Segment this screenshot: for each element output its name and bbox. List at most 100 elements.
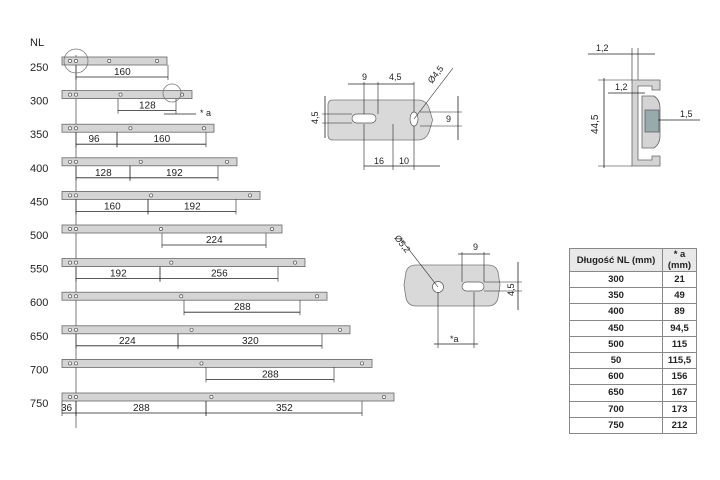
rail-hole (225, 159, 229, 164)
table-cell-length: 450 (569, 319, 663, 337)
rail-hole (68, 361, 72, 366)
rail-length-label: 550 (30, 264, 48, 276)
table-cell-a: 173 (662, 400, 697, 418)
bracket-bottom-slot (461, 281, 485, 292)
rail-dim-label: 192 (110, 269, 127, 280)
bracket-top-detail: 9 4,5 Ø4,5 4,5 9 16 10 (310, 64, 462, 170)
rail-bar (61, 258, 306, 268)
rail-hole (155, 59, 159, 63)
table-cell-a: 89 (662, 303, 697, 321)
table-cell-length: 300 (569, 270, 663, 289)
rail-bar (61, 358, 373, 368)
bracket-top-dim-16: 16 (374, 156, 384, 166)
table-cell-a: 21 (662, 270, 697, 289)
table-cell-length: 50 (569, 351, 663, 370)
rail-bar (61, 291, 328, 301)
rail-length-label: 500 (30, 230, 48, 242)
rail-dim-label: 160 (114, 67, 131, 78)
rail-bar (61, 190, 261, 200)
rail-bar (61, 325, 351, 335)
rail-hole (149, 193, 154, 198)
table-header-length: Długość NL (mm) (569, 248, 663, 272)
rail-length-label: 250 (30, 62, 48, 74)
table-cell-length: 700 (569, 400, 663, 418)
rail-hole (189, 327, 194, 332)
rail-hole (68, 395, 72, 399)
bracket-bottom-plate (403, 264, 501, 307)
rail-bar (61, 224, 283, 234)
rail-bar (61, 56, 168, 66)
bracket-bottom-dim-45: 4,5 (506, 283, 516, 296)
rail-bar (61, 157, 238, 167)
rail-hole (68, 126, 72, 131)
rail-hole (202, 126, 206, 131)
bracket-top-dim-10: 10 (399, 156, 409, 166)
rail-hole (74, 327, 78, 332)
rail-profile: 1,2 1,2 44,5 1,5 (588, 43, 700, 168)
rail-dim-label: 320 (242, 336, 259, 347)
detail-circle-2 (162, 83, 182, 103)
rail-hole (74, 294, 78, 299)
table-cell-a: 49 (662, 287, 697, 305)
rail-hole (159, 227, 163, 231)
rail-length-label: 750 (30, 398, 48, 410)
bracket-top-dim-9-right: 9 (446, 114, 451, 124)
rail-hole (68, 294, 72, 299)
profile-bearing (644, 109, 660, 133)
rail-length-label: 400 (30, 163, 48, 175)
profile-dim-height: 44,5 (590, 114, 601, 134)
rail-dim-label: 256 (211, 269, 228, 280)
rail-hole (74, 59, 78, 63)
rail-dim-label: 160 (154, 134, 171, 145)
bracket-top-slot (351, 113, 377, 124)
rail-hole (360, 361, 364, 366)
rail-bar (61, 123, 215, 133)
rail-dim-label: 352 (276, 403, 293, 414)
rail-length-label: 600 (30, 297, 48, 309)
rail-dim-label: 224 (119, 336, 136, 347)
rail-hole (138, 159, 143, 164)
rail-hole (74, 126, 78, 131)
rail-hole (118, 92, 123, 97)
table-cell-length: 600 (569, 368, 663, 386)
rail-hole (74, 260, 78, 265)
table-cell-length: 500 (569, 335, 663, 353)
bracket-bottom-detail: Ø5,2 9 4,5 *a (392, 233, 522, 348)
rail-hole (68, 159, 72, 164)
bracket-top-dim-45: 4,5 (389, 72, 402, 82)
bracket-top-dim-45-vert: 4,5 (310, 111, 320, 124)
table-cell-a: 115,5 (662, 351, 697, 370)
rail-hole (74, 159, 78, 164)
bracket-bottom-dim-9: 9 (473, 242, 478, 252)
rail-hole (74, 395, 78, 399)
bracket-top-dim-9: 9 (362, 72, 367, 82)
rail-length-label: 650 (30, 331, 48, 343)
rail-a-label: * a (200, 108, 211, 118)
rail-length-label: 350 (30, 129, 48, 141)
rail-dim-label: 160 (104, 201, 121, 212)
rail-dim-label: 192 (184, 201, 201, 212)
rail-hole (74, 92, 78, 97)
rail-dim-label: 36 (61, 403, 73, 414)
profile-dim-right: 1,5 (680, 109, 693, 119)
rail-dim-label: 128 (95, 168, 112, 179)
table-cell-length: 650 (569, 384, 663, 402)
table-header-row: Długość NL (mm) * a (mm) (569, 248, 697, 272)
rail-hole (68, 327, 72, 332)
rail-length-label: 450 (30, 196, 48, 208)
rail-hole (315, 294, 319, 299)
rail-bar (61, 90, 193, 99)
rail-hole (199, 361, 204, 366)
bracket-bottom-hole-dim: Ø5,2 (392, 233, 412, 255)
rail-hole (68, 92, 72, 97)
detail-circle-1 (63, 48, 89, 74)
rail-hole (338, 327, 342, 332)
